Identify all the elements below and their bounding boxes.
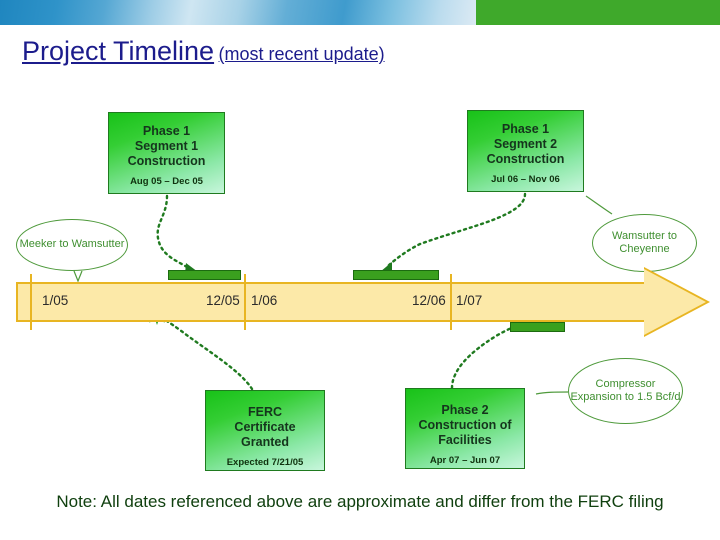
connector-seg1 bbox=[156, 194, 192, 271]
milestone-line2: Certificate bbox=[234, 420, 296, 434]
page-title-main: Project Timeline bbox=[22, 36, 215, 66]
milestone-phase1-segment1[interactable]: Phase 1 Segment 1 Construction Aug 05 – … bbox=[108, 112, 225, 194]
callout-label: Wamsutter to Cheyenne bbox=[612, 229, 677, 256]
milestone-line3: Construction bbox=[127, 154, 206, 168]
milestone-line3: Facilities bbox=[438, 433, 492, 447]
callout-compressor-expansion[interactable]: Compressor Expansion to 1.5 Bcf/d bbox=[568, 358, 683, 424]
connector-seg2 bbox=[384, 192, 527, 270]
header-banner bbox=[0, 0, 720, 25]
connector-meeker bbox=[73, 270, 83, 283]
milestone-line2: Construction of bbox=[418, 418, 512, 432]
milestone-ferc-certificate[interactable]: FERC Certificate Granted Expected 7/21/0… bbox=[205, 390, 325, 471]
milestone-date: Jul 06 – Nov 06 bbox=[491, 174, 560, 185]
milestone-line1: FERC bbox=[247, 405, 283, 419]
milestone-line3: Construction bbox=[486, 152, 565, 166]
timeline-label-1-07: 1/07 bbox=[456, 293, 483, 308]
timeline-label-1-06: 1/06 bbox=[251, 293, 278, 308]
milestone-line1: Phase 1 bbox=[142, 124, 191, 138]
milestone-phase2[interactable]: Phase 2 Construction of Facilities Apr 0… bbox=[405, 388, 525, 469]
timeline-band bbox=[16, 282, 646, 322]
callout-label: Meeker to Wamsutter bbox=[19, 238, 125, 251]
connector-wamsutter bbox=[585, 195, 613, 215]
project-timeline[interactable]: 1/05 12/05 1/06 12/06 1/07 bbox=[16, 267, 710, 337]
milestone-line2: Segment 2 bbox=[493, 137, 558, 151]
header-green-band bbox=[476, 0, 720, 25]
footer-note: Note: All dates referenced above are app… bbox=[56, 492, 664, 511]
milestone-phase1-segment2[interactable]: Phase 1 Segment 2 Construction Jul 06 – … bbox=[467, 110, 584, 192]
connector-compressor bbox=[535, 391, 569, 395]
milestone-line1: Phase 2 bbox=[441, 403, 489, 417]
page-title: Project Timeline (most recent update) bbox=[22, 36, 385, 67]
callout-label: Compressor Expansion to 1.5 Bcf/d bbox=[570, 377, 681, 404]
timeline-label-12-06: 12/06 bbox=[412, 293, 446, 308]
header-blue-band bbox=[0, 0, 476, 25]
activity-bar-compressor[interactable] bbox=[510, 322, 565, 332]
timeline-tick bbox=[30, 274, 32, 330]
timeline-label-1-05: 1/05 bbox=[42, 293, 69, 308]
activity-bar-segment2[interactable] bbox=[353, 270, 439, 280]
milestone-date: Expected 7/21/05 bbox=[226, 457, 304, 468]
callout-wamsutter-to-cheyenne[interactable]: Wamsutter to Cheyenne bbox=[592, 214, 697, 272]
milestone-line2: Segment 1 bbox=[134, 139, 199, 153]
milestone-line1: Phase 1 bbox=[501, 122, 550, 136]
page-title-sub: (most recent update) bbox=[218, 44, 385, 64]
timeline-label-12-05: 12/05 bbox=[206, 293, 240, 308]
milestone-date: Apr 07 – Jun 07 bbox=[429, 455, 501, 466]
timeline-tick bbox=[450, 274, 452, 330]
milestone-line3: Granted bbox=[241, 435, 289, 449]
timeline-arrowhead bbox=[644, 269, 706, 335]
connector-ferc bbox=[158, 314, 254, 391]
callout-meeker-to-wamsutter[interactable]: Meeker to Wamsutter bbox=[16, 219, 128, 271]
timeline-tick bbox=[244, 274, 246, 330]
activity-bar-segment1[interactable] bbox=[168, 270, 241, 280]
milestone-date: Aug 05 – Dec 05 bbox=[130, 176, 203, 187]
